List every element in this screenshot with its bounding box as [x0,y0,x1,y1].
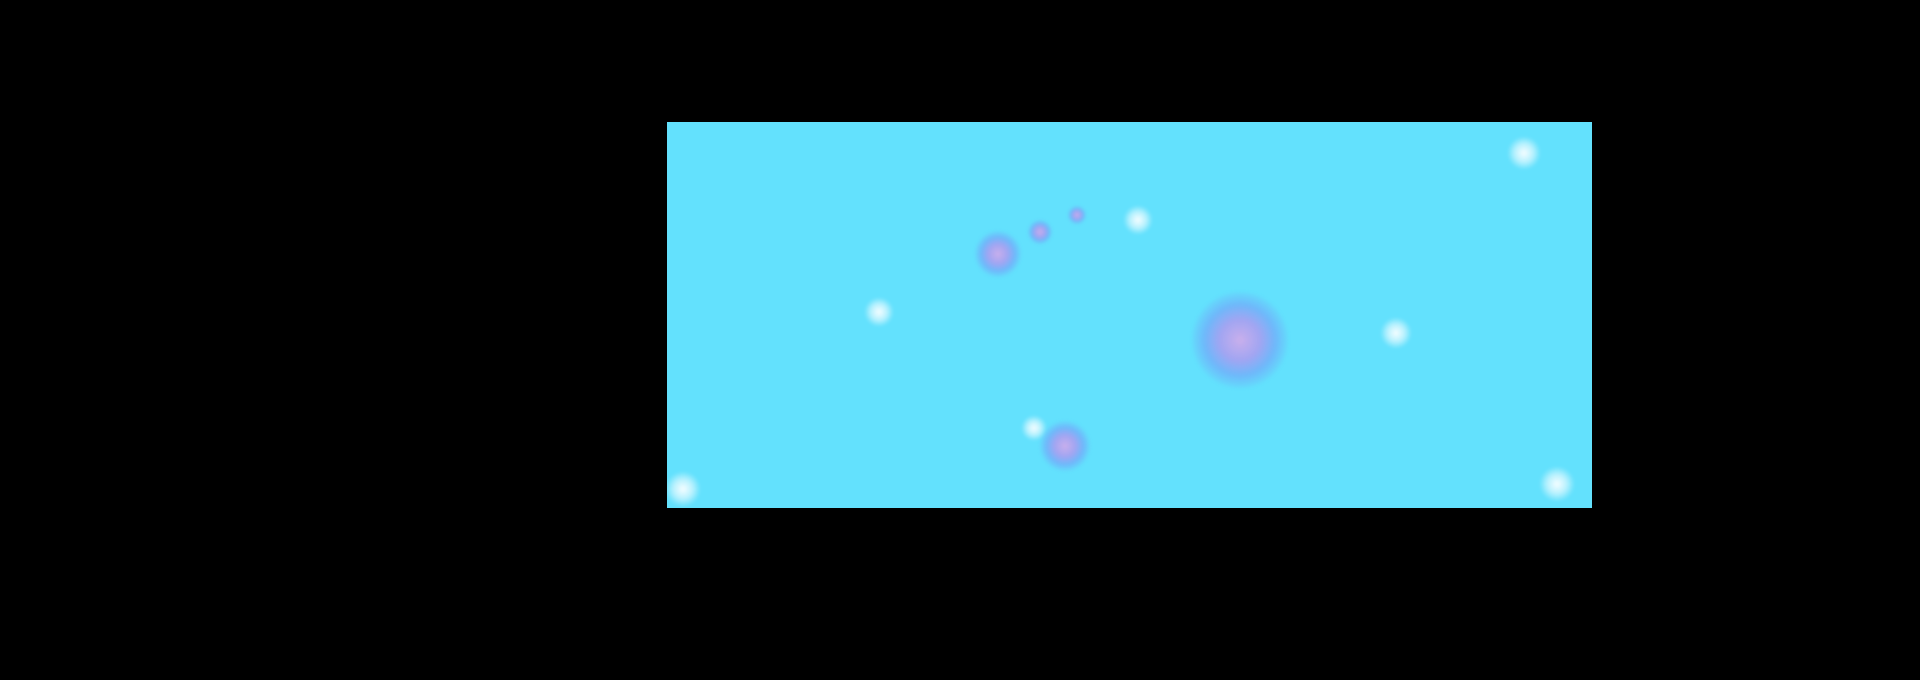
sparkle-glow [667,471,701,507]
bubble[interactable] [975,231,1021,277]
sparkle-glow [1539,466,1575,502]
bubble[interactable] [1028,220,1052,244]
sparkle-glow [1123,205,1153,235]
bubble[interactable] [1040,421,1090,471]
game-canvas[interactable] [667,122,1592,508]
sparkle-glow [864,297,894,327]
sparkle-glow [1507,136,1541,170]
sparkle-glow [1380,317,1412,349]
bubble[interactable] [1192,292,1288,388]
bubble[interactable] [1068,206,1086,224]
